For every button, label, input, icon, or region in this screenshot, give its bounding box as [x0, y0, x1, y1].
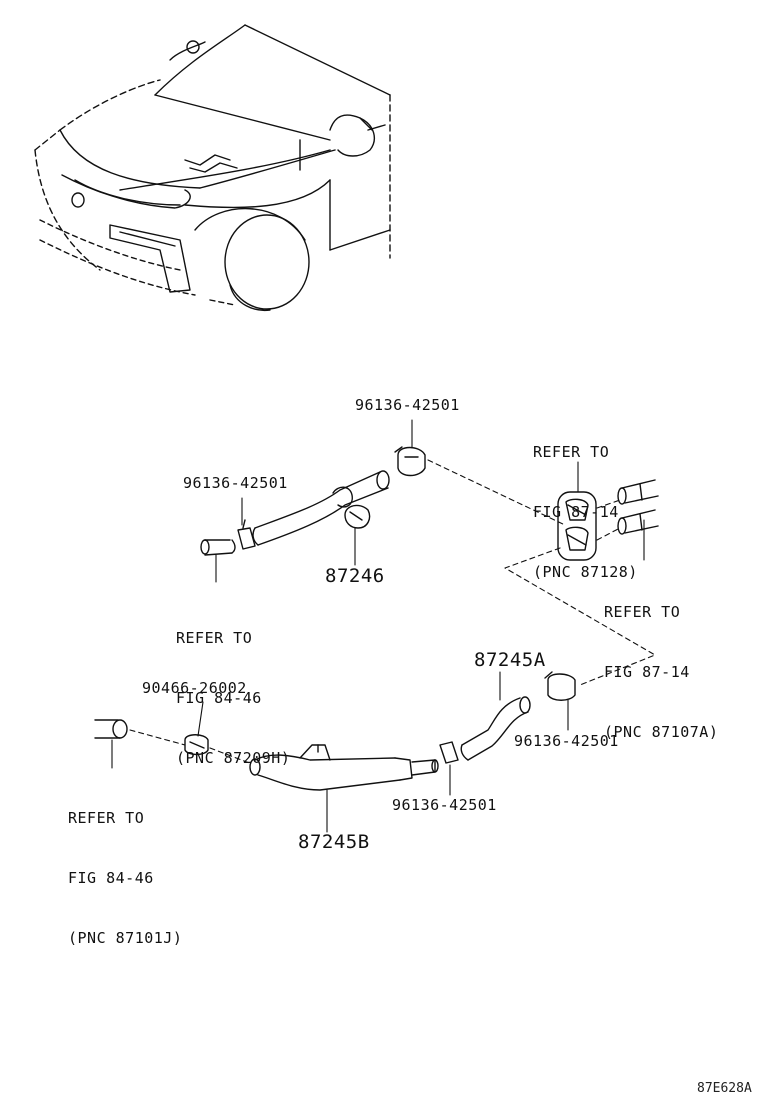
clamp-top	[394, 446, 426, 477]
refer-line: (PNC 87128)	[533, 563, 638, 581]
refer-note-87209H: REFER TO FIG 84-46 (PNC 87209H)	[176, 588, 290, 808]
connection-lines	[129, 459, 656, 765]
pipes-87107A	[617, 479, 659, 535]
refer-note-87107A: REFER TO FIG 87-14 (PNC 87107A)	[604, 562, 718, 782]
hose-87246	[200, 470, 390, 556]
bracket-87128	[557, 491, 597, 561]
clamp-90466	[184, 734, 209, 756]
refer-line: REFER TO	[604, 603, 681, 621]
refer-note-87101J: REFER TO FIG 84-46 (PNC 87101J)	[68, 768, 182, 988]
refer-line: REFER TO	[176, 629, 253, 647]
figure-id: 87E628A	[697, 1081, 752, 1096]
refer-note-87128: REFER TO FIG 87-14 (PNC 87128)	[533, 402, 638, 622]
label-part-96136-mid: 96136-42501	[392, 796, 497, 814]
refer-line: (PNC 87209H)	[176, 749, 291, 767]
label-part-96136-right: 96136-42501	[514, 732, 619, 750]
label-part-87246: 87246	[325, 565, 385, 587]
label-part-87245B: 87245B	[298, 831, 370, 853]
clamp-left-upper	[237, 519, 256, 550]
vehicle-illustration	[34, 24, 391, 312]
hose-87245B	[249, 744, 439, 791]
refer-line: FIG 87-14	[533, 503, 619, 521]
refer-line: REFER TO	[68, 809, 145, 827]
refer-line: (PNC 87107A)	[604, 723, 719, 741]
refer-line: FIG 87-14	[604, 663, 690, 681]
leader-lines	[111, 419, 645, 833]
label-part-90466: 90466-26002	[142, 679, 247, 697]
label-part-96136-left: 96136-42501	[183, 474, 288, 492]
label-part-87245A: 87245A	[474, 649, 546, 671]
label-part-96136-top: 96136-42501	[355, 396, 460, 414]
hose-87245A	[460, 696, 531, 761]
clamp-right	[544, 671, 576, 701]
refer-line: FIG 84-46	[176, 689, 262, 707]
pipe-87101J	[94, 719, 128, 739]
refer-line: (PNC 87101J)	[68, 929, 183, 947]
refer-line: FIG 84-46	[68, 869, 154, 887]
refer-line: REFER TO	[533, 443, 610, 461]
clamp-mid	[439, 741, 459, 764]
